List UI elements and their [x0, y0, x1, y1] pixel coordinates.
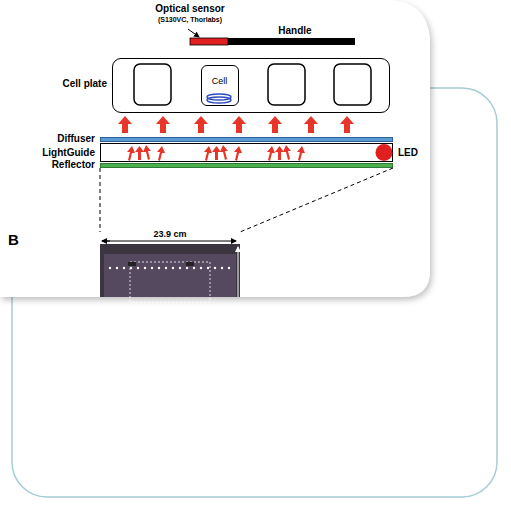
led-strip	[109, 267, 230, 269]
diffuser-bar: Diffuser	[100, 137, 393, 142]
zoom-line	[100, 168, 101, 232]
lightguide-bar: LightGuide	[100, 143, 393, 162]
text-label: B	[8, 232, 28, 249]
dimension-line	[102, 241, 110, 242]
well	[334, 64, 371, 105]
photo-glow	[104, 254, 236, 297]
photo-clip	[186, 262, 194, 266]
reflector-bar: Reflector	[100, 163, 393, 168]
optical-sensor	[190, 38, 228, 45]
photo-dashed-area	[130, 262, 210, 302]
sensor-pointer	[188, 29, 199, 37]
plate-box: Cell plateCell	[112, 58, 390, 113]
zoom-line	[240, 168, 393, 232]
text-label: LightGuide	[39, 147, 95, 158]
text-label: Cell plate	[47, 78, 107, 89]
well	[134, 64, 171, 105]
dimension-line	[238, 247, 239, 297]
text-label: 23.9 cm	[140, 230, 200, 240]
device-photo	[100, 244, 240, 297]
photo-clip	[128, 262, 136, 266]
led-symbol	[376, 144, 393, 161]
front-card	[0, 0, 430, 297]
text-label: Cell	[202, 77, 237, 87]
cell-layer	[207, 94, 231, 100]
text-label: Optical sensor	[130, 3, 250, 14]
text-label: Handle	[265, 25, 325, 36]
well	[268, 64, 305, 105]
well-box: Cell	[201, 65, 239, 106]
light-arrows	[118, 116, 354, 133]
dimension-line	[102, 241, 236, 242]
text-label: Diffuser	[45, 133, 95, 144]
text-label: LED	[398, 147, 428, 158]
cell-layer	[207, 97, 231, 103]
text-label: Reflector	[45, 159, 95, 170]
handle-bar	[228, 38, 355, 45]
guide-arrows	[127, 145, 305, 161]
text-label: (S130VC, Thorlabs)	[130, 16, 250, 24]
